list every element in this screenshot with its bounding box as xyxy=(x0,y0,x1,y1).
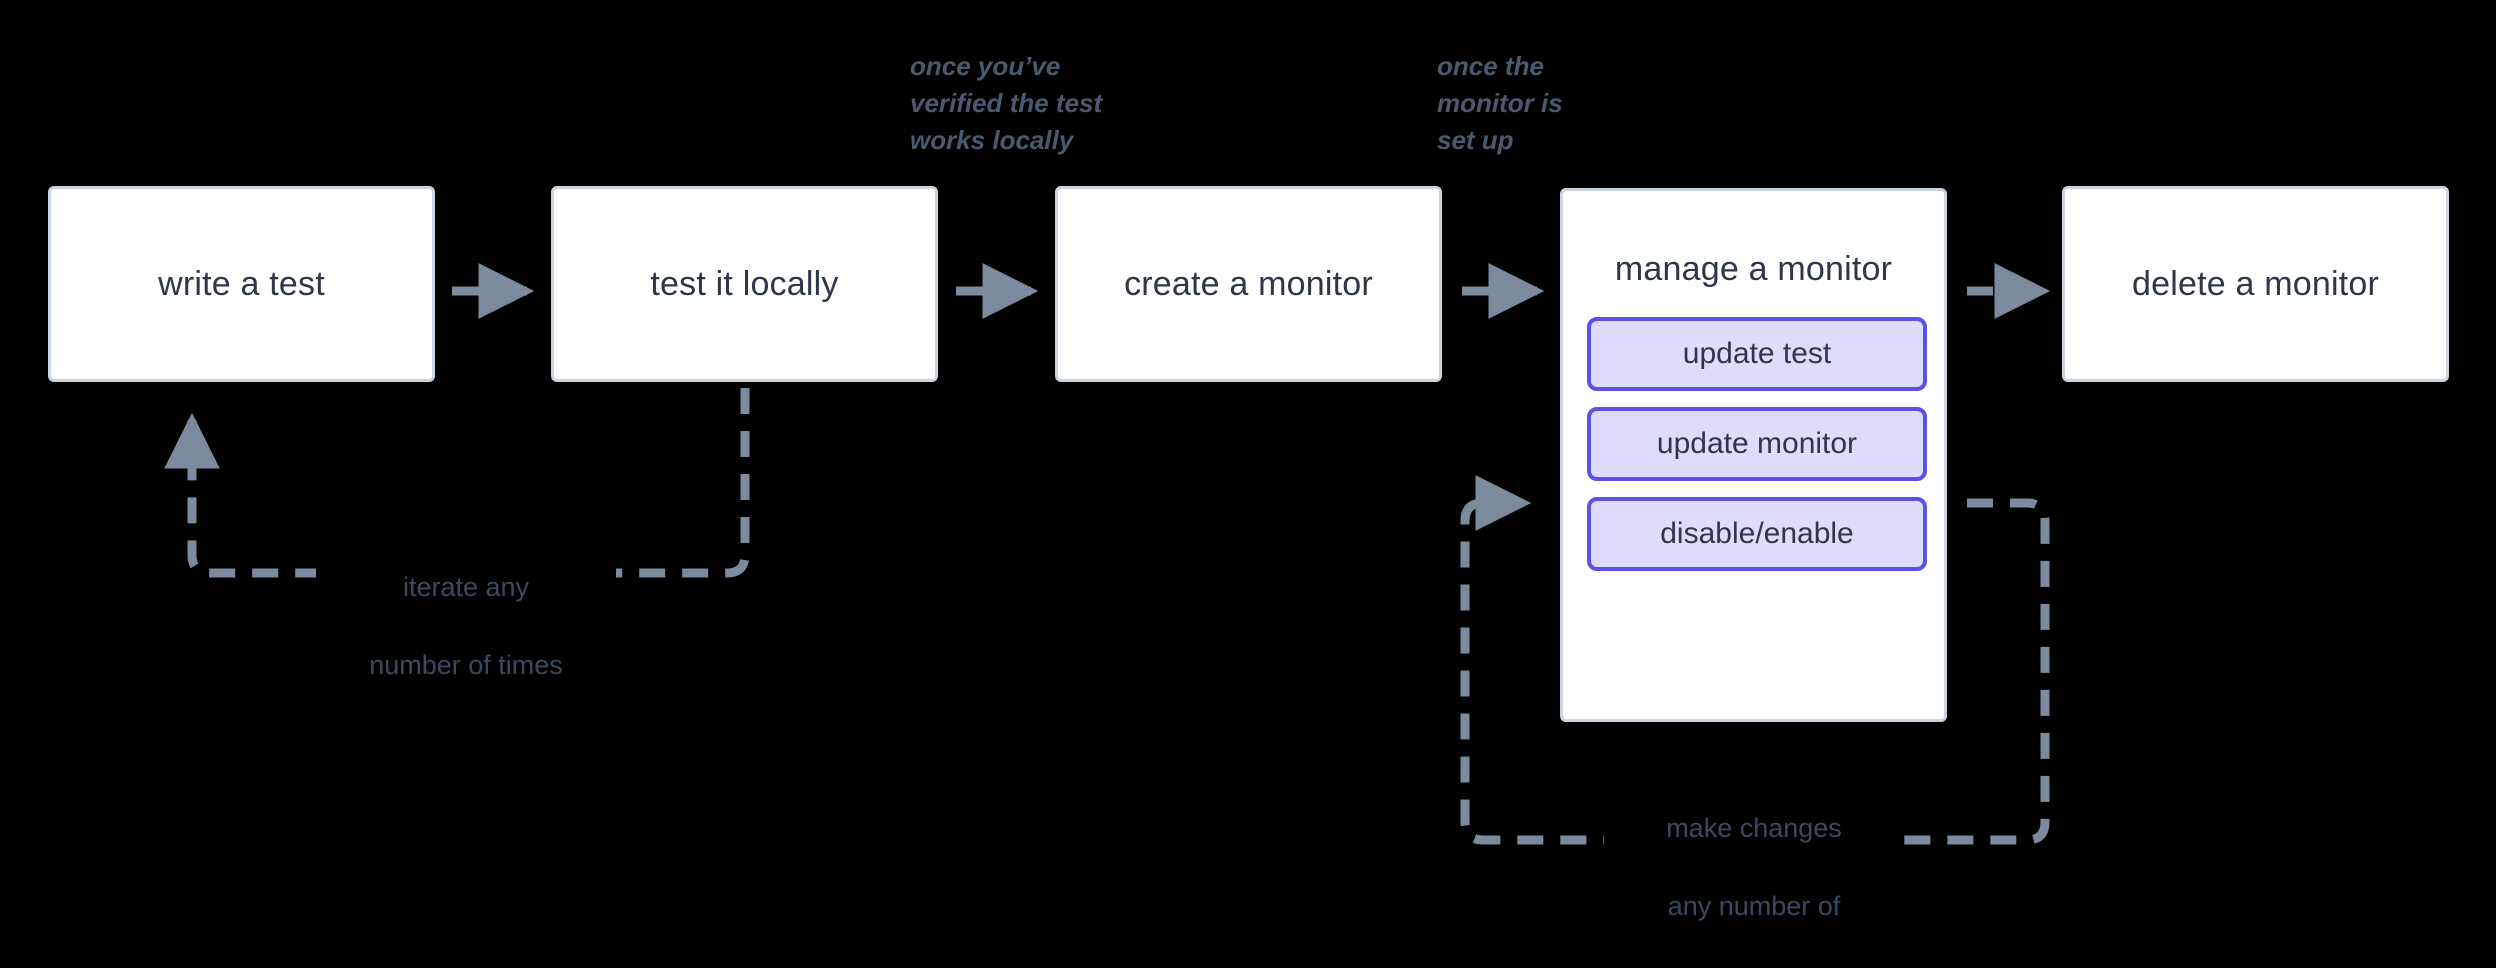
make-changes-loop-label-line-3: times xyxy=(1604,965,1904,968)
sub-node-update-test-label: update test xyxy=(1682,337,1832,370)
node-manage-a-monitor-label: manage a monitor xyxy=(1614,250,1893,288)
sub-node-update-test[interactable]: update test xyxy=(1587,317,1927,391)
iterate-loop-label: iterate any number of times xyxy=(316,529,616,725)
manage-a-monitor-actions: update test update monitor disable/enabl… xyxy=(1587,317,1927,571)
sub-node-disable-enable[interactable]: disable/enable xyxy=(1587,497,1927,571)
node-delete-a-monitor-label: delete a monitor xyxy=(2131,264,2379,303)
node-test-it-locally-label: test it locally xyxy=(650,264,839,303)
node-test-it-locally[interactable]: test it locally xyxy=(551,186,938,382)
sub-node-update-monitor[interactable]: update monitor xyxy=(1587,407,1927,481)
iterate-loop-label-line-1: iterate any xyxy=(316,568,616,608)
node-create-a-monitor-label: create a monitor xyxy=(1124,264,1373,303)
node-manage-a-monitor[interactable]: manage a monitor update test update moni… xyxy=(1560,188,1947,722)
sub-node-update-monitor-label: update monitor xyxy=(1656,427,1858,460)
node-write-a-test[interactable]: write a test xyxy=(48,186,435,382)
make-changes-loop-label-line-2: any number of xyxy=(1604,887,1904,927)
node-delete-a-monitor[interactable]: delete a monitor xyxy=(2062,186,2449,382)
note-monitor-set-up: once the monitor is set up xyxy=(1437,51,1563,155)
sub-node-disable-enable-label: disable/enable xyxy=(1660,517,1854,550)
node-write-a-test-label: write a test xyxy=(158,264,325,303)
node-create-a-monitor[interactable]: create a monitor xyxy=(1055,186,1442,382)
make-changes-loop-label-line-1: make changes xyxy=(1604,809,1904,849)
note-verified-locally: once you’ve verified the test works loca… xyxy=(910,51,1103,155)
make-changes-loop-label: make changes any number of times xyxy=(1604,770,1904,968)
iterate-loop-label-line-2: number of times xyxy=(316,646,616,686)
